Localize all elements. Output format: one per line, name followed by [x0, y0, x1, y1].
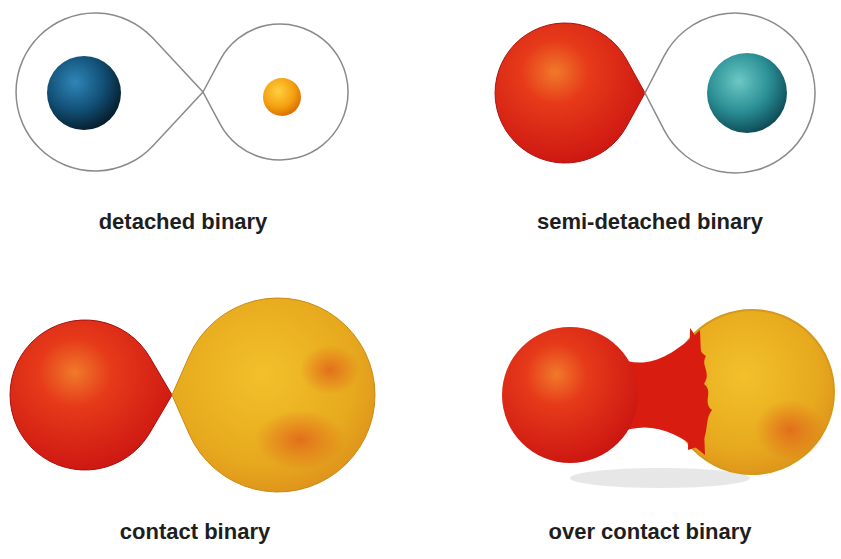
teal-star	[707, 53, 787, 133]
yellow-lobe	[172, 298, 375, 492]
orange-star	[263, 78, 301, 116]
roche-lobe	[645, 13, 815, 173]
surface-patch	[300, 345, 360, 395]
red-star	[502, 327, 638, 463]
red-lobe	[10, 320, 172, 470]
mass-flow	[688, 328, 712, 450]
blue-star	[47, 56, 121, 130]
caption-label: semi-detached binary	[537, 209, 763, 235]
surface-patch	[255, 410, 345, 470]
roche-lobe	[203, 24, 348, 160]
caption-label: detached binary	[99, 209, 268, 235]
shadow	[570, 468, 750, 488]
caption-label: over contact binary	[549, 519, 752, 545]
roche-lobe	[16, 13, 203, 171]
yellow-star	[670, 310, 834, 474]
caption-label: contact binary	[120, 519, 270, 545]
surface-patch	[755, 400, 825, 460]
filled-roche-lobe	[495, 23, 645, 163]
